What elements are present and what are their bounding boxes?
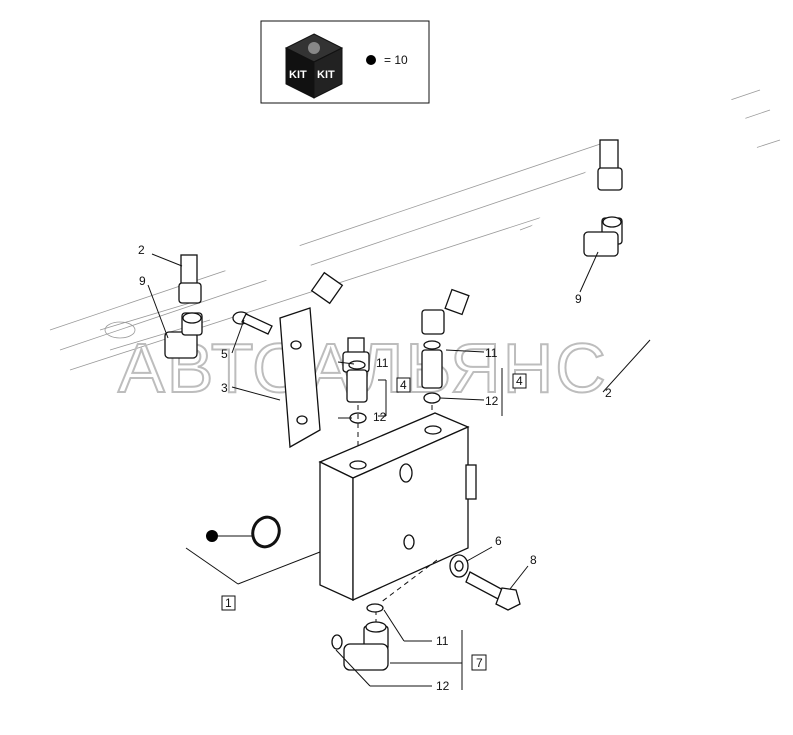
kit-label-left: KIT: [289, 69, 307, 81]
callout-3: 3: [221, 381, 228, 395]
callout-12-a: 12: [373, 410, 387, 424]
callout-2-right: 2: [605, 386, 612, 400]
box-4-b: [512, 373, 527, 389]
callout-11-c: 11: [436, 634, 449, 648]
callout-11-a: 11: [376, 356, 389, 370]
callout-8: 8: [530, 553, 537, 567]
box-1: [221, 595, 236, 611]
kit-dot-icon-oring: [206, 530, 218, 542]
leader-lines: [147, 251, 651, 690]
left-hose-assembly: [178, 178, 370, 373]
callout-11-b: 11: [485, 346, 498, 360]
box-7: [471, 654, 487, 671]
kit-cube-icon: KIT KIT: [284, 33, 344, 99]
right-elbow-fitting: [583, 216, 623, 257]
kit-legend: KIT KIT = 10: [260, 20, 430, 104]
callout-7: 7: [476, 656, 483, 670]
washer-6: [449, 554, 469, 578]
callout-12-b: 12: [485, 394, 499, 408]
bottom-elbow-fitting: [331, 603, 389, 671]
left-elbow-fitting: [164, 312, 203, 359]
bolt-5: [232, 311, 273, 335]
right-fittings: [421, 340, 443, 430]
right-hose-assembly: [421, 78, 762, 335]
kit-dot-icon: [366, 55, 376, 65]
callout-5: 5: [221, 347, 228, 361]
callout-1: 1: [225, 596, 232, 610]
callout-4-b: 4: [516, 374, 523, 388]
callout-4-a: 4: [400, 378, 407, 392]
box-4-a: [396, 377, 411, 393]
plate-3: [279, 307, 321, 449]
callout-12-c: 12: [436, 679, 450, 693]
kit-label-right: KIT: [317, 69, 335, 81]
callout-9-right: 9: [575, 292, 582, 306]
callout-2-left: 2: [138, 243, 145, 257]
bolt-8: [465, 571, 521, 611]
callout-9-left: 9: [139, 274, 146, 288]
callouts: 2 9 5 3 11 4 12 11 4 12 9 2 1 6 8 11 7 1…: [138, 243, 612, 693]
callout-6: 6: [495, 534, 502, 548]
kit-legend-text: = 10: [384, 53, 408, 67]
o-ring-assembly: [206, 515, 281, 549]
valve-block: [318, 412, 477, 602]
